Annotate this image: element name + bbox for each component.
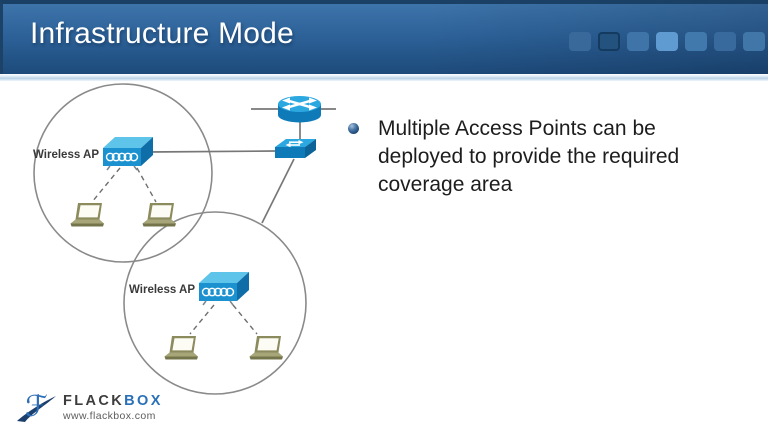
switch-icon (274, 138, 317, 159)
deco-square (627, 32, 649, 51)
ap1-laptop2-link (136, 167, 157, 203)
deco-square (714, 32, 736, 51)
bullet-icon (348, 123, 359, 134)
deco-square (598, 32, 620, 51)
deco-square (685, 32, 707, 51)
wired-links (147, 108, 336, 224)
wireless-ap-label-2: Wireless AP (129, 284, 195, 296)
bullet-line-1: Multiple Access Points can be (378, 117, 656, 140)
router-icon (276, 94, 323, 124)
footer-text: FLACKBOX www.flackbox.com (63, 393, 163, 422)
brand-name-accent: BOX (124, 392, 163, 409)
coverage-circle-2 (123, 211, 307, 395)
laptop-icon-1 (70, 203, 104, 227)
wireless-ap-icon-1 (102, 136, 154, 171)
deco-square (743, 32, 765, 51)
bullet-line-3: coverage area (378, 173, 513, 196)
bullet-text: Multiple Access Points can be deployed t… (378, 115, 679, 199)
header-bar: Infrastructure Mode (0, 0, 768, 74)
footer-logo: ℱ FLACKBOX www.flackbox.com (16, 390, 163, 424)
header-bottom-glow (0, 74, 768, 81)
ap1-laptop1-link (91, 167, 121, 203)
bullet-line-2: deployed to provide the required (378, 145, 680, 168)
laptop-icon-2 (142, 203, 176, 227)
ap2-laptop4-link (232, 304, 258, 335)
brand-name: FLACKBOX (63, 393, 163, 409)
deco-square (569, 32, 591, 51)
network-diagram: Wireless AP Wireless AP (33, 83, 336, 395)
coverage-circle-1 (33, 83, 213, 263)
ap1-switch-line (147, 150, 277, 153)
brand-name-primary: FLACK (63, 392, 125, 409)
wireless-ap-icon-2 (198, 271, 250, 306)
brand-url: www.flackbox.com (63, 409, 156, 422)
ap2-laptop3-link (189, 304, 215, 335)
flackbox-logo-icon: ℱ (17, 390, 56, 423)
svg-text:ℱ: ℱ (25, 390, 48, 423)
header-deco-squares (569, 32, 765, 51)
deco-square (656, 32, 678, 51)
laptop-icon-3 (164, 336, 198, 360)
bullet-item: Multiple Access Points can be deployed t… (348, 115, 748, 199)
laptop-icon-4 (249, 336, 283, 360)
switch-circle2-line (261, 158, 295, 224)
wireless-links (91, 167, 258, 335)
wireless-ap-label-1: Wireless AP (33, 149, 99, 161)
page-title: Infrastructure Mode (30, 17, 294, 50)
